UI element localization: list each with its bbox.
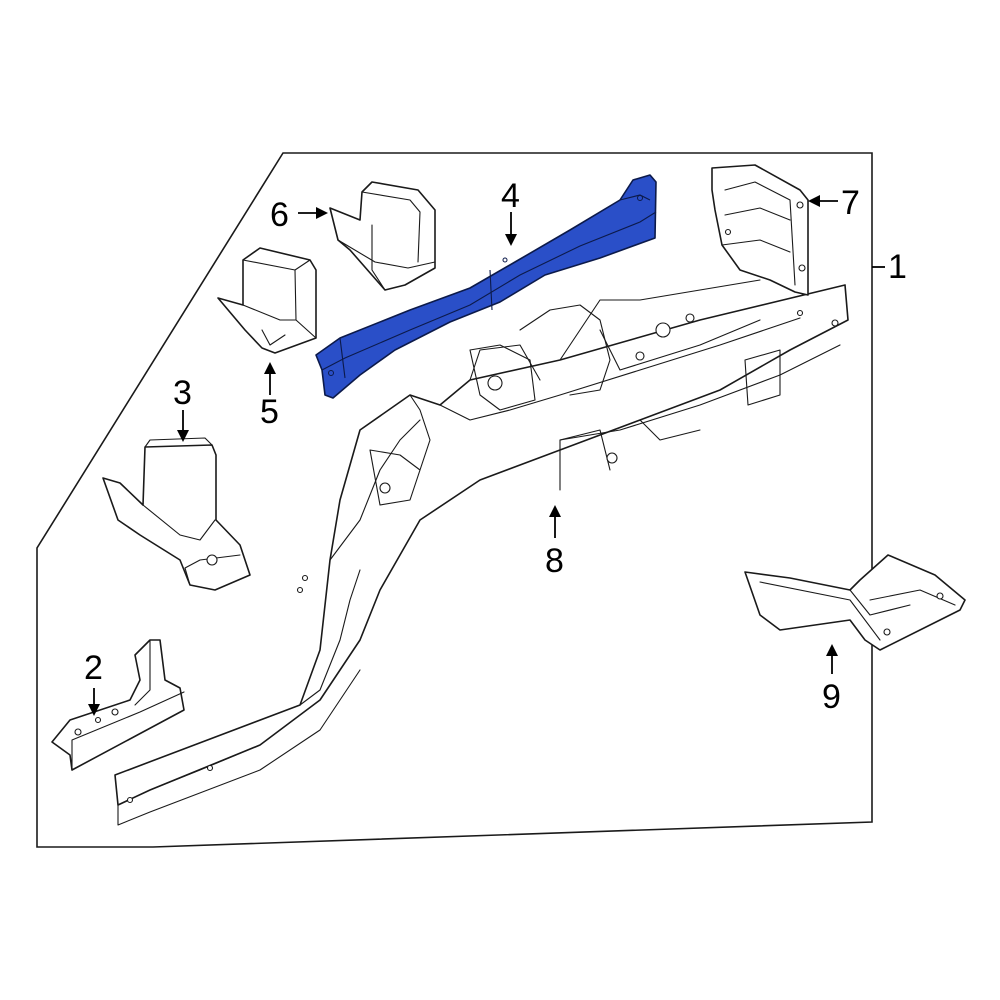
assembly-boundary (36, 152, 873, 848)
callout-3: 3 (173, 374, 192, 412)
main-rail (114, 279, 849, 826)
callout-2: 2 (84, 649, 103, 687)
callout-9-leader (826, 644, 838, 674)
part-3-bracket (102, 437, 251, 591)
callout-8-leader (549, 505, 561, 538)
callout-9: 9 (822, 678, 841, 716)
part-4-rail-highlighted (315, 174, 657, 399)
part-9-bracket (744, 554, 966, 651)
callout-6: 6 (270, 196, 289, 234)
callout-1: 1 (888, 248, 907, 286)
callout-7-leader (808, 195, 838, 207)
callout-4: 4 (501, 177, 520, 215)
callout-5-leader (264, 362, 276, 395)
part-7-bracket (711, 164, 809, 296)
callout-4-leader (505, 212, 517, 246)
part-5-bracket (217, 247, 317, 354)
part-6-bracket (329, 181, 436, 291)
callout-2-leader (88, 688, 100, 716)
part-2-bracket (51, 639, 185, 771)
callout-7: 7 (841, 184, 860, 222)
part-4-fill (315, 174, 657, 399)
callout-6-leader (298, 207, 328, 219)
callout-3-leader (177, 410, 189, 442)
callout-8: 8 (545, 542, 564, 580)
callout-5: 5 (260, 393, 279, 431)
